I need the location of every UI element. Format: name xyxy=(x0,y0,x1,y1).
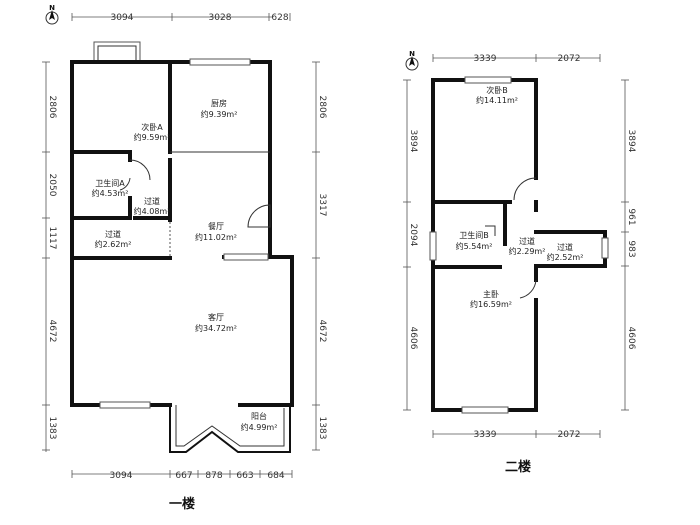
floor1-doors xyxy=(119,159,271,228)
room-area: 约11.02m² xyxy=(195,232,237,242)
room-name: 过道 xyxy=(105,229,121,239)
dim-label: 3094 xyxy=(111,13,134,23)
dim-label: 961 xyxy=(626,208,636,225)
room-name: 过道 xyxy=(144,196,160,206)
compass-icon: N xyxy=(45,4,59,25)
floor1-bottom-dimensions: 3094 667 878 663 684 xyxy=(71,470,293,481)
room-area: 约4.08m² xyxy=(134,206,171,216)
floor2-doors xyxy=(485,177,537,299)
room-area: 约4.99m² xyxy=(241,422,278,432)
dim-label: 4672 xyxy=(47,320,57,343)
room-area: 约2.62m² xyxy=(95,239,132,249)
floor2-left-dimensions: 3894 2094 4606 xyxy=(403,79,418,411)
room-area: 约9.59m² xyxy=(134,132,171,142)
compass-letter: N xyxy=(49,4,55,12)
balcony xyxy=(169,404,291,453)
dim-label: 878 xyxy=(205,471,222,481)
dim-label: 3317 xyxy=(317,194,327,217)
floor1-right-dimensions: 2806 3317 4672 1383 xyxy=(312,61,327,451)
room-name: 次卧B xyxy=(486,85,508,95)
room-name: 卫生间B xyxy=(459,230,489,240)
dim-label: 684 xyxy=(267,471,284,481)
room-area: 约9.39m² xyxy=(201,109,238,119)
room-name: 卫生间A xyxy=(95,178,125,188)
compass-letter: N xyxy=(409,50,415,58)
dim-label: 4672 xyxy=(317,320,327,343)
dim-label: 983 xyxy=(626,240,636,257)
floor2-bottom-dimensions: 3339 2072 xyxy=(432,430,601,440)
room-area: 约14.11m² xyxy=(476,95,518,105)
bay-window xyxy=(93,41,141,63)
floor1-windows xyxy=(99,58,269,409)
dim-label: 3094 xyxy=(110,471,133,481)
room-name: 厨房 xyxy=(211,98,227,108)
dim-label: 667 xyxy=(175,471,192,481)
dim-label: 2806 xyxy=(47,96,57,119)
floor2-room-labels: 次卧B 约14.11m² 卫生间B 约5.54m² 过道 约2.29m² 过道 … xyxy=(456,85,584,309)
floor2-top-dimensions: 3339 2072 xyxy=(432,54,601,64)
dim-label: 2050 xyxy=(47,174,57,197)
floor2-windows xyxy=(429,76,609,414)
dim-label: 2072 xyxy=(558,430,581,440)
room-name: 餐厅 xyxy=(208,222,224,231)
dim-label: 4606 xyxy=(626,327,636,350)
dim-label: 1383 xyxy=(317,417,327,440)
dim-label: 628 xyxy=(271,13,288,23)
dim-label: 1383 xyxy=(47,417,57,440)
dim-label: 2094 xyxy=(408,224,418,247)
room-name: 过道 xyxy=(519,236,535,246)
room-name: 阳台 xyxy=(251,411,267,421)
floor1-label: 一楼 xyxy=(169,496,195,512)
dim-label: 2806 xyxy=(317,96,327,119)
room-area: 约4.53m² xyxy=(92,188,129,198)
floor1-left-dimensions: 2806 2050 1117 4672 1383 xyxy=(42,61,57,452)
room-area: 约34.72m² xyxy=(195,323,237,333)
floor2-label: 二楼 xyxy=(505,459,531,475)
dim-label: 2072 xyxy=(558,54,581,64)
room-name: 客厅 xyxy=(208,312,224,322)
dim-label: 3028 xyxy=(209,13,232,23)
compass-icon: N xyxy=(405,50,419,71)
dim-label: 3894 xyxy=(408,130,418,153)
room-area: 约2.29m² xyxy=(509,246,546,256)
room-area: 约5.54m² xyxy=(456,241,493,251)
room-area: 约2.52m² xyxy=(547,252,584,262)
dim-label: 3339 xyxy=(474,54,497,64)
dim-label: 3894 xyxy=(626,130,636,153)
dim-label: 663 xyxy=(236,471,253,481)
room-name: 次卧A xyxy=(141,122,163,132)
floor1-top-dimensions: 3094 3028 628 xyxy=(71,13,291,23)
room-name: 过道 xyxy=(557,242,573,252)
floor2-plan: N 3339 2072 xyxy=(403,50,636,475)
dim-label: 4606 xyxy=(408,327,418,350)
floor2-right-dimensions: 3894 961 983 4606 xyxy=(621,79,636,411)
floor1-room-labels: 厨房 约9.39m² 次卧A 约9.59m² 卫生间A 约4.53m² 过道 约… xyxy=(92,98,278,432)
dim-label: 3339 xyxy=(474,430,497,440)
dim-label: 1117 xyxy=(47,227,57,250)
room-area: 约16.59m² xyxy=(470,299,512,309)
floor1-plan: N 3094 3028 628 xyxy=(42,4,327,512)
room-name: 主卧 xyxy=(483,289,499,299)
